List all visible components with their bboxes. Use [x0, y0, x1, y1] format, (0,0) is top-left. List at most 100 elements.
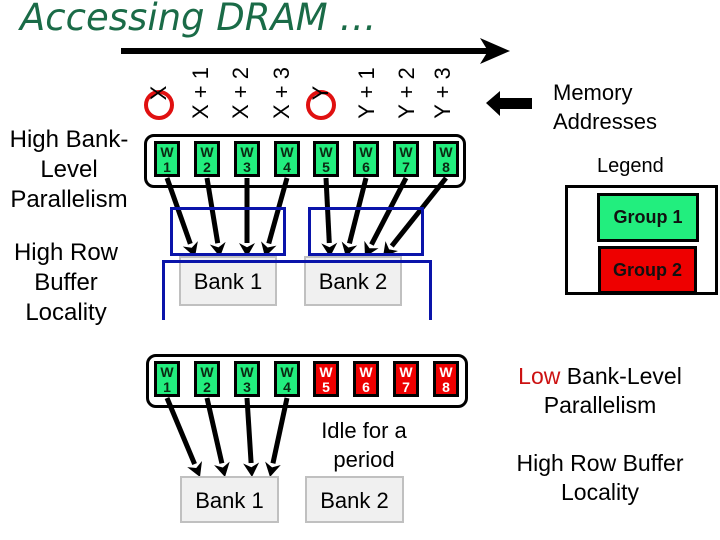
top-bank-1: Bank 1	[179, 256, 277, 306]
address-x-plus-2: X + 2	[228, 67, 253, 119]
bottom-bank-1: Bank 1	[180, 476, 279, 523]
bank1-row-buffer	[170, 207, 286, 256]
label-line: period	[333, 447, 395, 472]
request-label: W	[200, 144, 214, 160]
bottom-arrow-w4	[265, 397, 290, 477]
arrow-w7	[364, 176, 409, 257]
request-label: W	[359, 364, 373, 380]
bottom-arrow-w2	[204, 397, 230, 477]
bottom-summary: Low Bank-Level Parallelism High Row Buff…	[495, 362, 705, 507]
high-blp-label: High Bank- Level Parallelism	[0, 125, 138, 215]
address-x-plus-3: X + 3	[269, 67, 294, 119]
bottom-request-arrows	[164, 397, 290, 477]
address-y-plus-2: Y + 2	[394, 67, 419, 119]
request-number: 7	[402, 379, 410, 395]
legend-group-1: Group 1	[597, 193, 699, 242]
request-number: 8	[442, 379, 450, 395]
arrow-w5	[321, 177, 338, 257]
request-label: W	[399, 364, 413, 380]
high-rbl-label: High Row Buffer Locality	[0, 238, 132, 328]
request-number: 1	[163, 159, 171, 175]
request-label: W	[399, 144, 413, 160]
request-label: W	[439, 144, 453, 160]
bank2-row-buffer	[308, 207, 424, 256]
request-label: W	[319, 364, 333, 380]
top-request-arrows	[164, 176, 448, 257]
request-number: 6	[362, 379, 370, 395]
request-label: W	[240, 364, 254, 380]
top-request-queue	[144, 134, 466, 188]
highlight-ring-x	[144, 90, 174, 120]
label-line: Idle for a	[321, 418, 407, 443]
request-number: 2	[203, 159, 211, 175]
request-label: W	[280, 144, 294, 160]
request-label: W	[240, 144, 254, 160]
bottom-arrow-w3	[243, 397, 260, 477]
summary-text: Bank-Level	[560, 363, 682, 389]
label-line: Buffer	[34, 269, 98, 296]
low-word: Low	[518, 363, 561, 389]
request-label: W	[280, 364, 294, 380]
bottom-request-queue	[146, 354, 468, 408]
request-number: 5	[322, 159, 330, 175]
request-number: 4	[283, 379, 291, 395]
summary-line-3: High Row Buffer	[516, 450, 684, 476]
address-x: X	[146, 85, 171, 101]
legend-group-2: Group 2	[598, 246, 697, 294]
request-label: W	[439, 364, 453, 380]
request-number: 6	[362, 159, 370, 175]
arrow-w3	[239, 178, 255, 257]
highlight-ring-y	[306, 90, 336, 120]
label-line: Memory	[553, 80, 633, 105]
arrow-w2	[204, 177, 226, 257]
right-arrow-icon	[121, 38, 510, 64]
request-number: 3	[243, 159, 251, 175]
request-label: W	[319, 144, 333, 160]
label-line: Level	[40, 156, 98, 183]
bank-group-outline	[162, 260, 432, 320]
label-line: Locality	[25, 299, 107, 326]
label-line: Parallelism	[10, 186, 128, 213]
summary-line-2: Parallelism	[543, 392, 657, 418]
address-x-plus-1: X + 1	[188, 67, 213, 119]
summary-line-4: Locality	[561, 479, 639, 505]
request-number: 7	[402, 159, 410, 175]
label-line: High Row	[13, 239, 119, 266]
idle-note: Idle for a period	[308, 416, 420, 474]
request-number: 1	[163, 379, 171, 395]
memory-addresses-label: Memory Addresses	[553, 78, 657, 136]
bottom-arrow-w1	[164, 397, 202, 477]
label-line: High Bank-	[9, 126, 129, 153]
request-number: 2	[203, 379, 211, 395]
request-label: W	[160, 364, 174, 380]
top-bank-2: Bank 2	[304, 256, 402, 306]
request-number: 3	[243, 379, 251, 395]
legend-title: Legend	[597, 155, 664, 177]
request-label: W	[200, 364, 214, 380]
request-number: 8	[442, 159, 450, 175]
label-line: Addresses	[553, 109, 657, 134]
summary-line-1: Low Bank-Level	[495, 362, 705, 391]
left-arrow-icon	[486, 91, 532, 116]
request-label: W	[359, 144, 373, 160]
request-number: 4	[283, 159, 291, 175]
bottom-bank-2: Bank 2	[305, 476, 404, 523]
slide-title: Accessing DRAM …	[20, 0, 377, 39]
address-y-plus-3: Y + 3	[430, 67, 455, 119]
